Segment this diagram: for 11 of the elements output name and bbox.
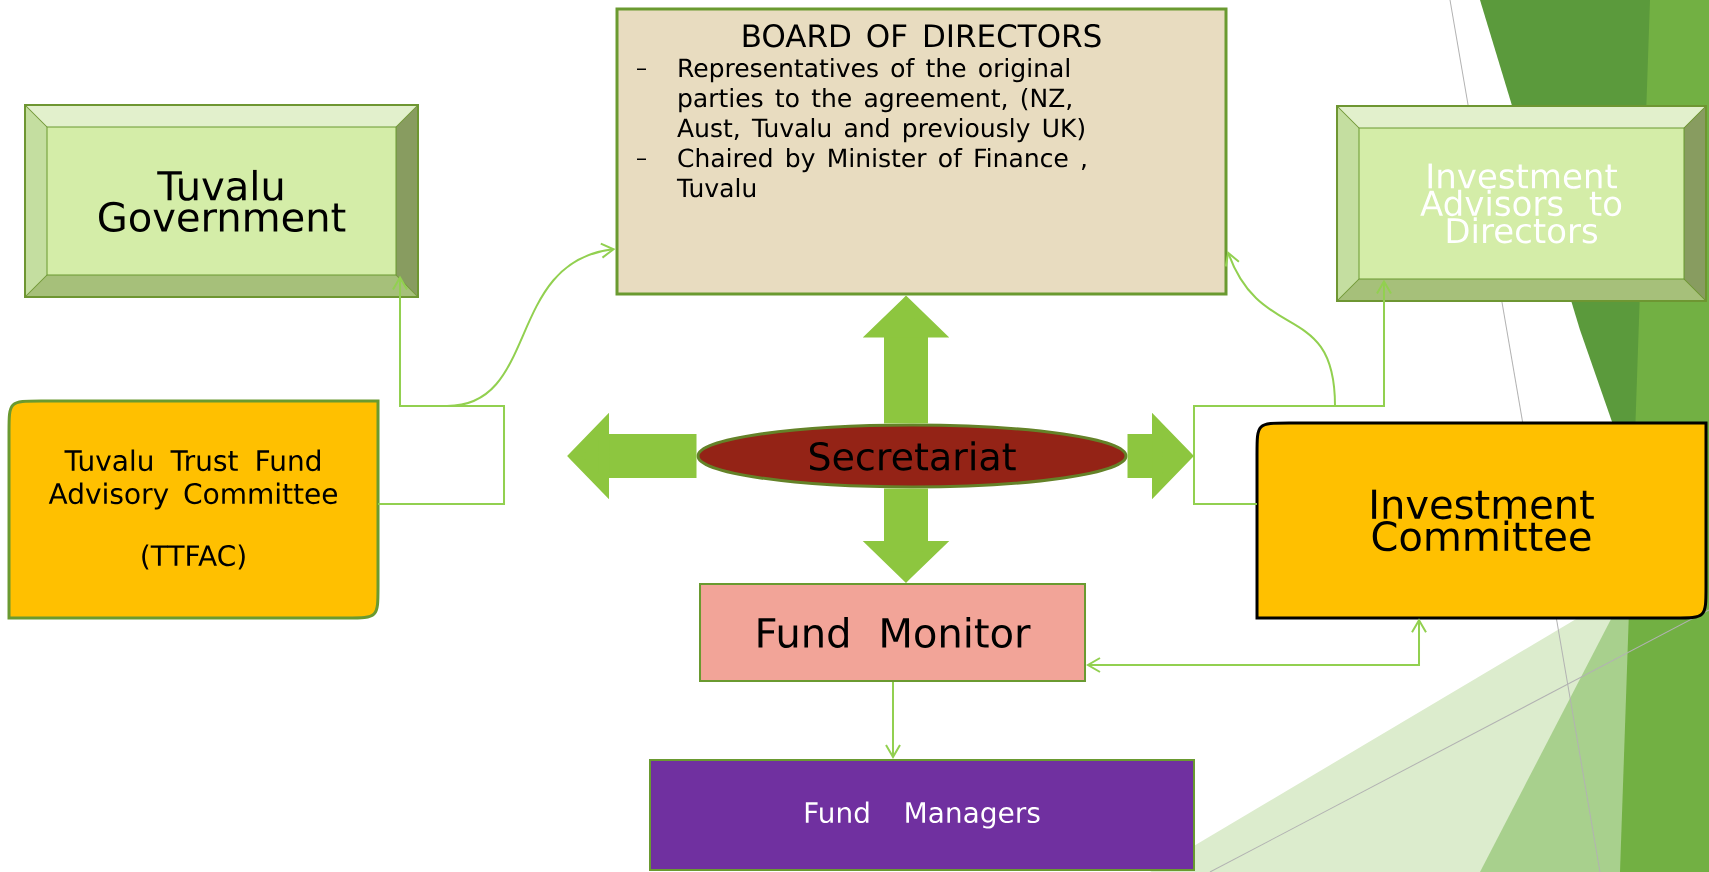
bevel-box: Tuvalu Government <box>24 104 419 298</box>
connector-arrow <box>1193 251 1336 505</box>
board-box: BOARD OF DIRECTORS Representatives of the original parties to the agreement, (NZ, Aust, Tuvalu and previously UK) Chaired by Minister of Finance , Tuvalu <box>615 7 1228 296</box>
connector-arrow <box>1086 618 1427 673</box>
monitor-box: Fund Monitor <box>699 583 1086 682</box>
committee-box: Investment Committee <box>1255 421 1708 620</box>
connector-arrow <box>885 681 901 759</box>
connector-arrow <box>377 242 616 505</box>
committee-box: Tuvalu Trust Fund Advisory Committee (TTFAC) <box>7 399 380 620</box>
managers-box: Fund Managers <box>649 759 1195 871</box>
bevel-box: Investment Advisors to Directors <box>1336 105 1707 302</box>
